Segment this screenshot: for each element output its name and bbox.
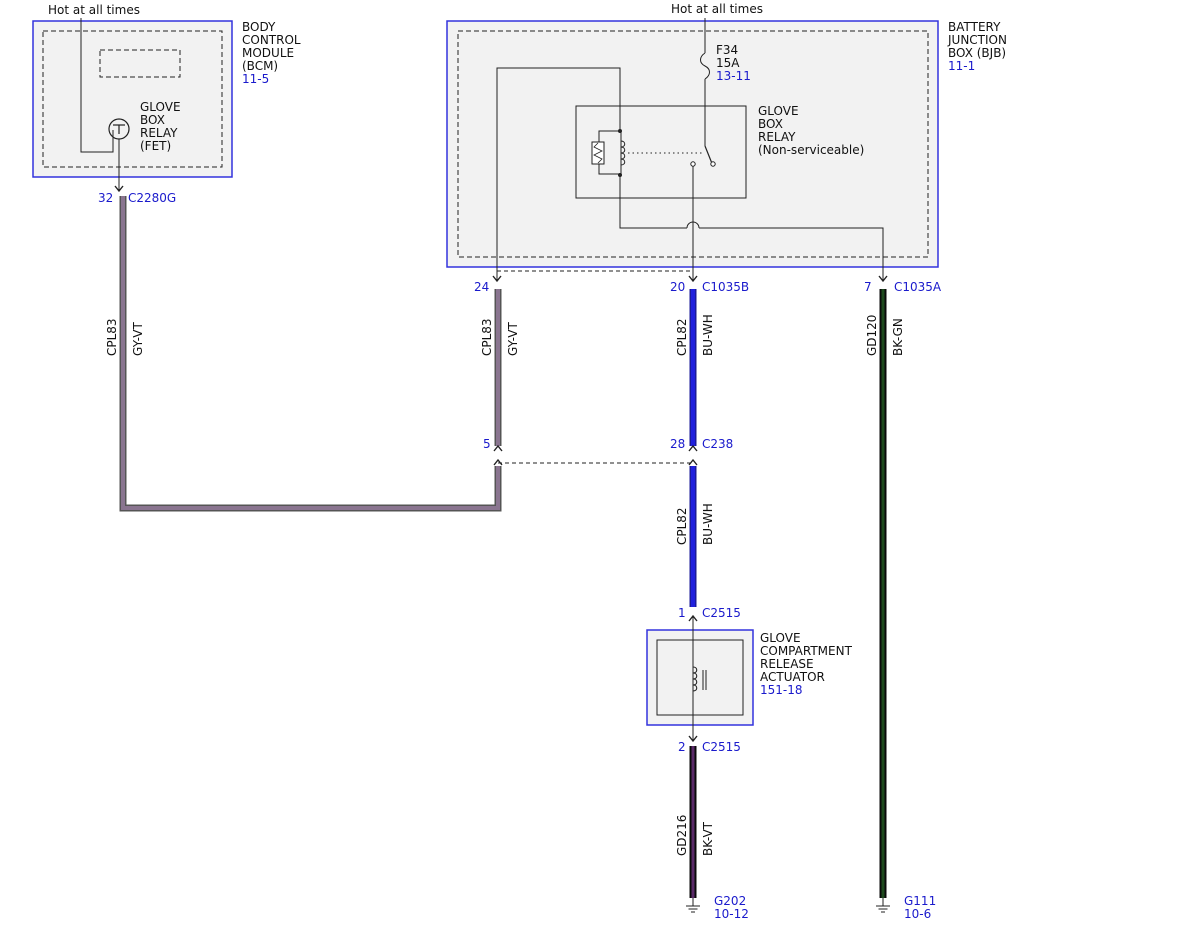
- bjb-relay-line: RELAY: [758, 130, 796, 144]
- wire-bcm-cpl83[interactable]: [119, 196, 502, 512]
- wire-bjb-mid-circuit-label: CPL82: [675, 318, 689, 356]
- ground-g111-ref[interactable]: 10-6: [904, 907, 931, 921]
- bjb-mid-pin-number: 20: [670, 280, 685, 294]
- wire-bjb-left-color-label: GY-VT: [506, 322, 520, 356]
- ground-icon: [876, 905, 890, 913]
- bcm-connector-arrow-icon: [114, 185, 124, 193]
- bcm-relay-line: RELAY: [140, 126, 178, 140]
- solenoid-coil-icon: [692, 666, 698, 692]
- relay-coil-icon: [620, 140, 626, 166]
- bjb-title-line: BATTERY: [948, 20, 1001, 34]
- bjb-relay-line: (Non-serviceable): [758, 143, 864, 157]
- ground-g202-name[interactable]: G202: [714, 894, 746, 908]
- bcm-supply-line: [80, 18, 114, 153]
- wire-actuator-ground-circuit-label: GD216: [675, 815, 689, 856]
- bjb-left-pin-number: 24: [474, 280, 489, 294]
- bjb-relay-line: GLOVE: [758, 104, 799, 118]
- bcm-relay-label: GLOVE BOX RELAY (FET): [140, 100, 184, 153]
- bjb-title-line: JUNCTION: [947, 33, 1007, 47]
- glove-compartment-actuator[interactable]: 1 C2515 2 C2515 GLOVE COMPARTMENT RELEAS…: [646, 606, 856, 754]
- actuator-title-line: COMPARTMENT: [760, 644, 853, 658]
- bjb-right-pin-number: 7: [864, 280, 872, 294]
- c238-left-pin-number: 5: [483, 437, 491, 451]
- actuator-top-pin-number: 1: [678, 606, 686, 620]
- bcm-connector-name[interactable]: C2280G: [128, 191, 176, 205]
- bjb-title-line: BOX (BJB): [948, 46, 1006, 60]
- wire-body: [119, 196, 502, 512]
- bcm-page-ref[interactable]: 11-5: [242, 72, 269, 86]
- actuator-title-line: GLOVE: [760, 631, 801, 645]
- bcm-internal-component: [99, 49, 181, 78]
- actuator-page-ref[interactable]: 151-18: [760, 683, 803, 697]
- bjb-pin-7-arrow-icon: [878, 275, 888, 283]
- bjb-relay-line: BOX: [758, 117, 783, 131]
- fuse-rating: 15A: [716, 56, 740, 70]
- c238-pin-5-male-icon: [493, 444, 503, 452]
- bjb-title: BATTERY JUNCTION BOX (BJB): [947, 20, 1011, 60]
- wire-bjb-mid-color-label: BU-WH: [701, 314, 715, 356]
- bcm-relay-line: GLOVE: [140, 100, 181, 114]
- bjb-module[interactable]: Hot at all times BATTERY JUNCTION BOX (B…: [446, 2, 1011, 280]
- c238-right-pin-number: 28: [670, 437, 685, 451]
- relay-switch-terminal-icon: [690, 161, 696, 167]
- wire-bcm-circuit-label: CPL83: [105, 318, 119, 356]
- actuator-outline: [646, 629, 754, 726]
- bjb-supply-label: Hot at all times: [671, 2, 763, 16]
- bcm-outline: [32, 20, 233, 178]
- relay-switch-pivot-icon: [710, 161, 716, 167]
- bjb-pin-24-arrow-icon: [492, 275, 502, 283]
- actuator-title: GLOVE COMPARTMENT RELEASE ACTUATOR: [760, 631, 856, 684]
- wire-inline-lower-circuit-label: CPL82: [675, 507, 689, 545]
- bcm-relay-line: BOX: [140, 113, 165, 127]
- actuator-title-line: ACTUATOR: [760, 670, 825, 684]
- bcm-module[interactable]: Hot at all times BODY CONTROL MODULE (BC…: [32, 3, 304, 190]
- bcm-title-line: MODULE: [242, 46, 294, 60]
- actuator-bottom-pin-number: 2: [678, 740, 686, 754]
- bcm-title-line: (BCM): [242, 59, 278, 73]
- fuse-icon: [700, 52, 710, 80]
- bcm-title-line: CONTROL: [242, 33, 301, 47]
- bjb-right-connector-name[interactable]: C1035A: [894, 280, 942, 294]
- bcm-pin-number: 32: [98, 191, 113, 205]
- actuator-title-line: RELEASE: [760, 657, 814, 671]
- bjb-page-ref[interactable]: 11-1: [948, 59, 975, 73]
- ground-g202[interactable]: G202 10-12: [686, 894, 749, 921]
- ground-g111-name[interactable]: G111: [904, 894, 936, 908]
- wire-color: [121, 196, 500, 510]
- bjb-internal-wire-right: [619, 175, 687, 229]
- relay-resistor-zigzag: [593, 142, 603, 164]
- bjb-mid-connector-name[interactable]: C1035B: [702, 280, 749, 294]
- actuator-top-connector-name[interactable]: C2515: [702, 606, 741, 620]
- actuator-inner-box: [656, 639, 744, 716]
- c238-pin-28-male-icon: [688, 444, 698, 452]
- bjb-internal-wire-left: [496, 67, 621, 280]
- c238-connector-name[interactable]: C238: [702, 437, 733, 451]
- wire-bcm-color-label: GY-VT: [131, 322, 145, 356]
- actuator-bottom-pin-icon: [688, 735, 698, 743]
- ground-g202-ref[interactable]: 10-12: [714, 907, 749, 921]
- wire-ground-color-label: BK-GN: [891, 318, 905, 356]
- wire-bjb-left-circuit-label: CPL83: [480, 318, 494, 356]
- ground-g111[interactable]: G111 10-6: [876, 894, 936, 921]
- wire-actuator-ground-color-label: BK-VT: [701, 821, 715, 856]
- bcm-title-line: BODY: [242, 20, 276, 34]
- bcm-inner-boundary: [42, 30, 223, 168]
- inline-connector-c238[interactable]: 5 28 C238: [483, 437, 733, 466]
- wire-inline-lower-color-label: BU-WH: [701, 503, 715, 545]
- fuse-page-ref[interactable]: 13-11: [716, 69, 751, 83]
- bjb-pin-20-arrow-icon: [688, 275, 698, 283]
- wire-ground-circuit-label: GD120: [865, 315, 879, 356]
- fuse-name: F34: [716, 43, 738, 57]
- bcm-title: BODY CONTROL MODULE (BCM): [242, 20, 304, 73]
- bcm-relay-line: (FET): [140, 139, 171, 153]
- actuator-bottom-connector-name[interactable]: C2515: [702, 740, 741, 754]
- bcm-supply-label: Hot at all times: [48, 3, 140, 17]
- bjb-relay-label: GLOVE BOX RELAY (Non-serviceable): [758, 104, 864, 157]
- ground-icon: [686, 905, 700, 913]
- bjb-internal-wire-ground: [699, 227, 884, 280]
